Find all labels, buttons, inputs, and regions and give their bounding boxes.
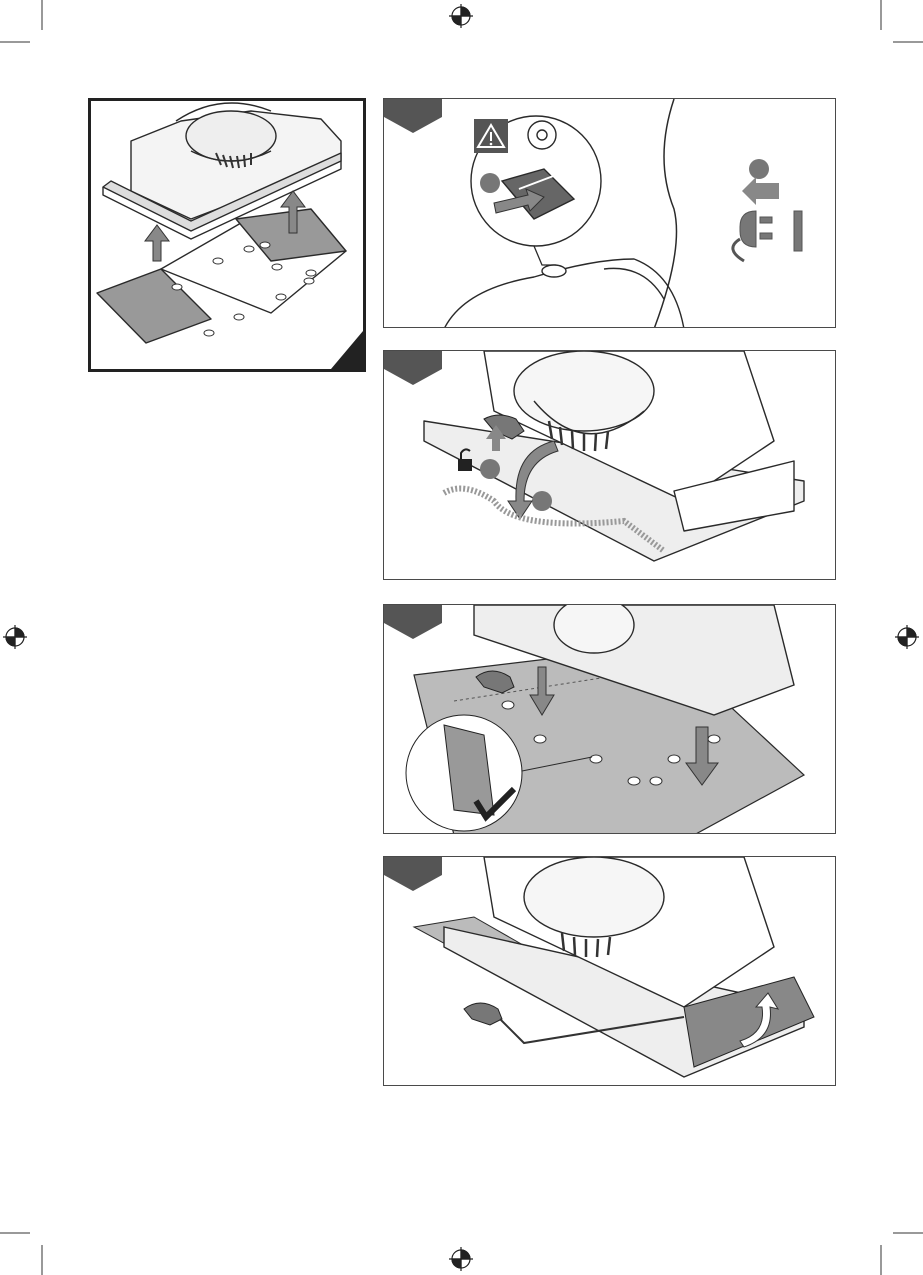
- clamp-lever-icon: [464, 1003, 502, 1025]
- step-3-panel: [383, 604, 836, 834]
- registration-mark-bottom: [449, 1247, 473, 1271]
- motor-housing: [186, 111, 276, 161]
- registration-mark-right: [895, 625, 919, 649]
- sander-body: [444, 259, 684, 328]
- step-tab: [384, 605, 442, 639]
- warning-icon: [474, 119, 508, 153]
- unplug-arrow-icon: [742, 177, 779, 205]
- registration-mark-left: [3, 625, 27, 649]
- step-marker-1: [480, 173, 500, 193]
- switch-off-icon: [528, 121, 556, 149]
- unplug-icon: [733, 211, 802, 261]
- dust-holes-detail-icon: [406, 715, 522, 831]
- step-marker-1: [480, 459, 500, 479]
- step-marker-2: [749, 159, 769, 179]
- step-tab: [384, 351, 442, 385]
- step-1-panel: [383, 98, 836, 328]
- overview-illustration: [88, 98, 366, 372]
- step-marker-2: [532, 491, 552, 511]
- registration-mark-top: [449, 4, 473, 28]
- step-4-panel: [383, 856, 836, 1086]
- arrow-up-icon: [145, 225, 169, 261]
- sander-body: [424, 351, 804, 561]
- step-tab: [384, 857, 442, 891]
- step-tab: [384, 99, 442, 133]
- step-2-panel: [383, 350, 836, 580]
